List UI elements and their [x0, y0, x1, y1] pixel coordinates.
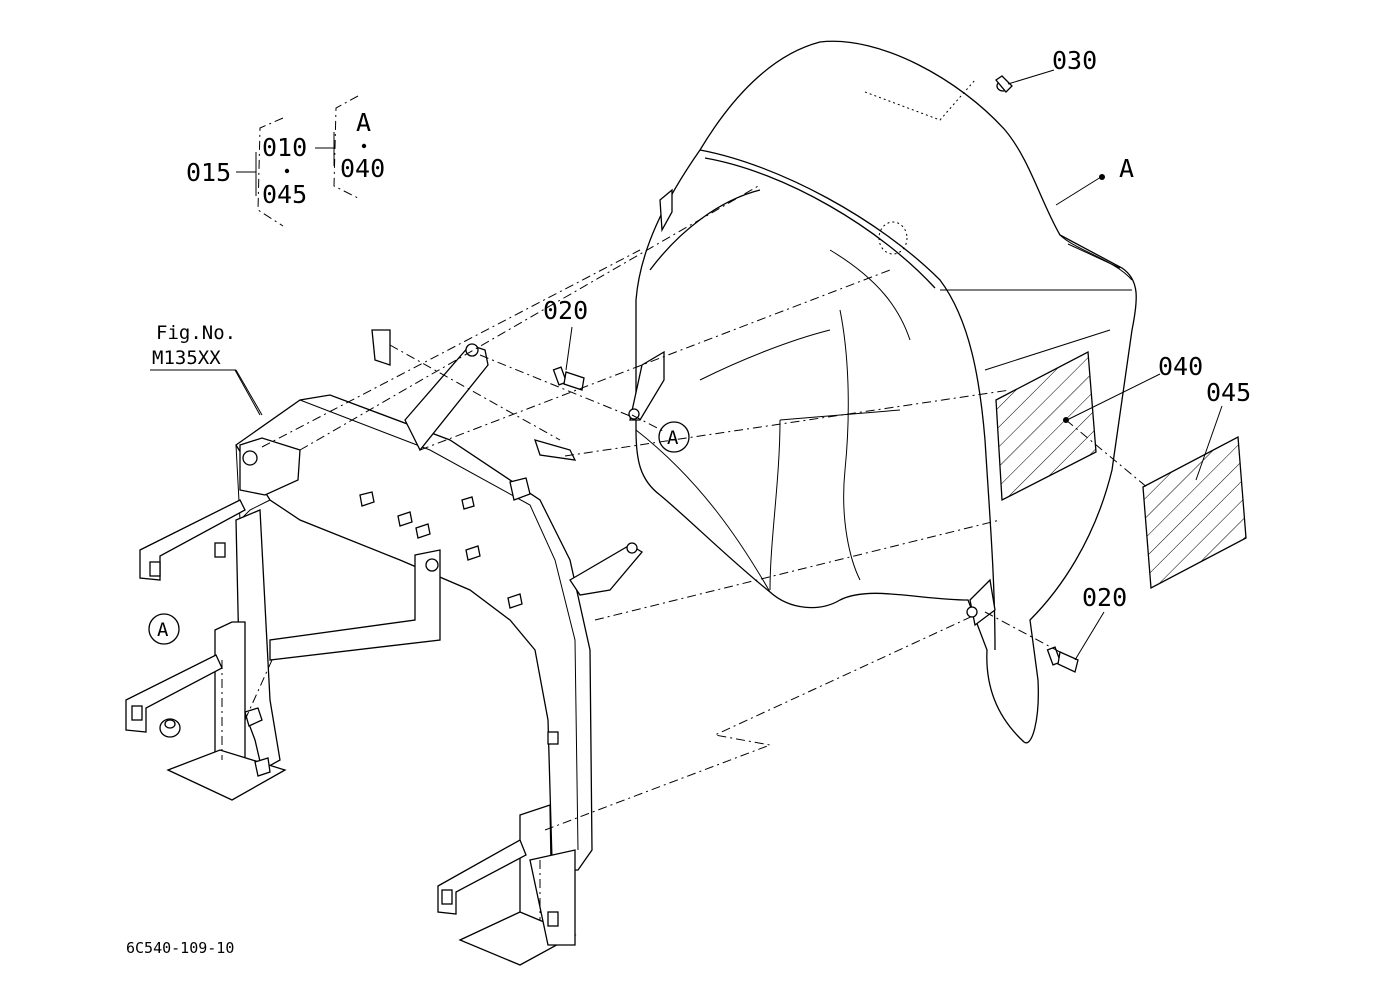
callout-040: 040 [1158, 352, 1203, 381]
figure-reference: Fig.No. M135XX [150, 322, 263, 416]
callout-015: 015 [186, 158, 231, 187]
phantom-lines [221, 184, 1149, 920]
callout-045-decal: 045 [1206, 378, 1251, 407]
nut-icon [131, 477, 559, 927]
bolt-020-upper-icon [552, 366, 585, 391]
fig-no-number: M135XX [152, 347, 221, 369]
callouts: 030 A 040 045 020 020 [543, 46, 1251, 612]
svg-text:A: A [667, 427, 679, 449]
callout-020-upper: 020 [543, 296, 588, 325]
leader-lines [234, 69, 1223, 661]
bolts [552, 75, 1079, 673]
callout-a-key: A [356, 108, 371, 137]
ref-marker-hood: A [658, 421, 690, 453]
callout-020-lower: 020 [1082, 583, 1127, 612]
assembly-key: 015 010 045 A 040 [186, 95, 385, 227]
callout-a-hood: A [1119, 154, 1134, 183]
callout-030: 030 [1052, 46, 1097, 75]
ref-marker-frame: A [148, 613, 180, 645]
callout-010: 010 [262, 133, 307, 162]
doc-code: 6C540-109-10 [126, 939, 234, 957]
bolt-020-lower-icon [1046, 646, 1079, 673]
screw-030-icon [995, 75, 1013, 93]
callout-045: 045 [262, 180, 307, 209]
svg-text:A: A [157, 619, 169, 641]
hood-cover [628, 40, 1137, 744]
callout-040-key: 040 [340, 154, 385, 183]
decals [995, 350, 1247, 590]
frame-support [125, 329, 643, 966]
fig-no-label: Fig.No. [156, 322, 236, 344]
